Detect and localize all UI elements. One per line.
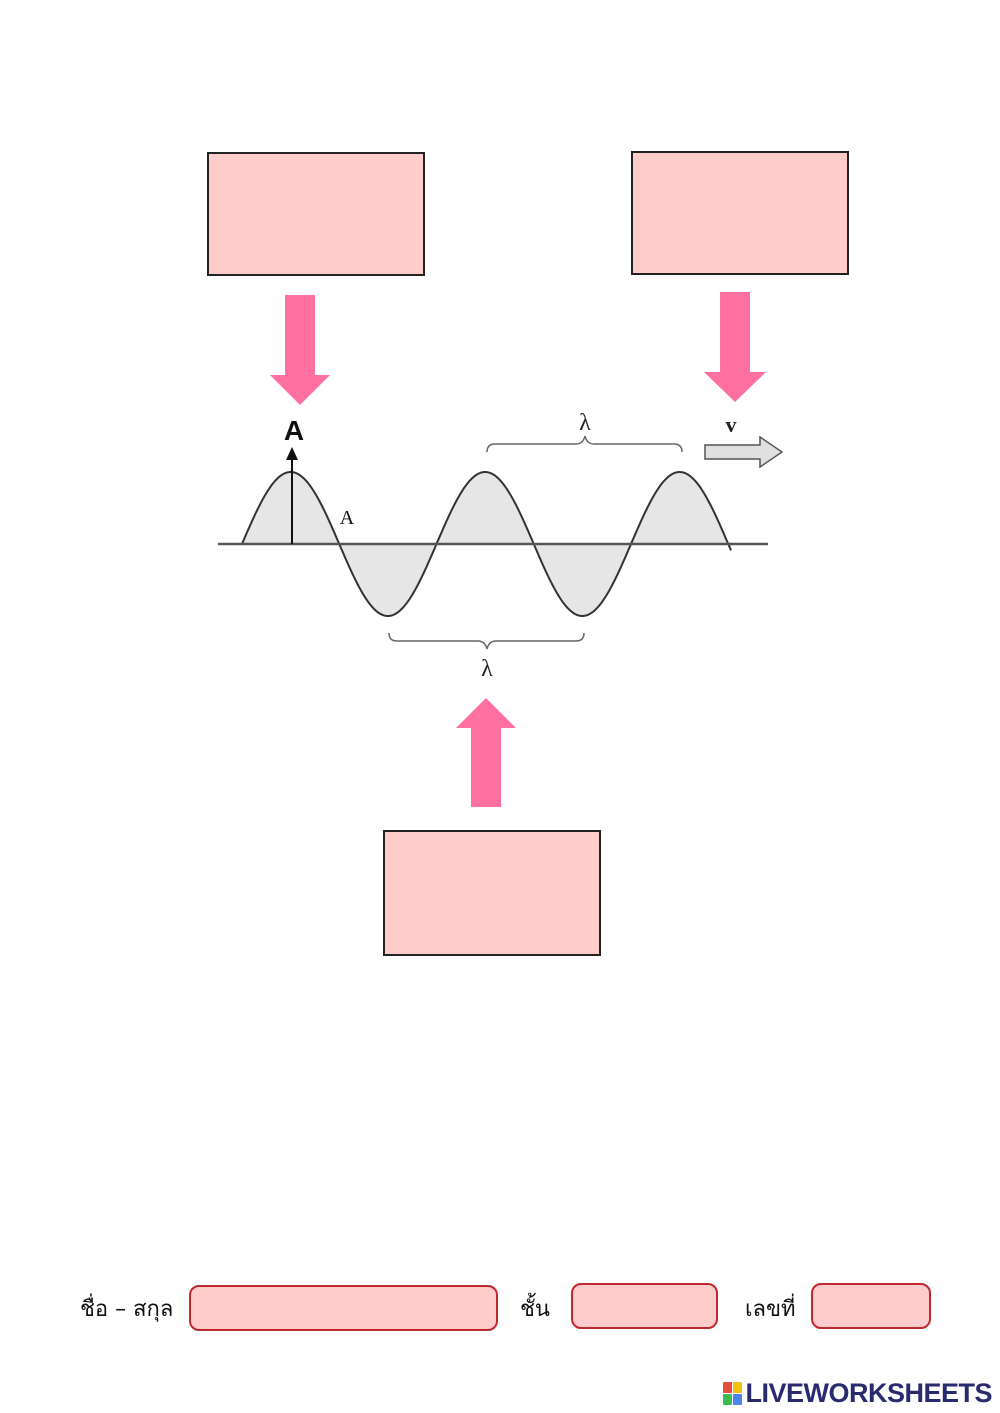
wavelength-label-top: λ <box>579 410 591 436</box>
wavelength-brace-bottom <box>388 632 585 650</box>
name-field[interactable] <box>189 1285 498 1331</box>
wave-diagram: A A λ λ v <box>218 292 784 807</box>
pointer-arrow-bottom <box>456 698 516 807</box>
pointer-arrow-top-left <box>270 295 330 405</box>
answer-box-top-left[interactable] <box>207 152 425 276</box>
answer-box-bottom[interactable] <box>383 830 601 956</box>
logo-mark-icon <box>723 1382 743 1405</box>
wave-curve <box>241 471 732 617</box>
liveworksheets-logo: LIVEWORKSHEETS <box>723 1378 992 1409</box>
velocity-label: v <box>726 412 737 437</box>
logo-text: LIVEWORKSHEETS <box>745 1378 992 1408</box>
amplitude-axis-label: A <box>284 415 304 446</box>
pointer-arrow-top-right <box>704 292 766 402</box>
name-label: ชื่อ – สกุล <box>80 1297 174 1322</box>
class-label: ชั้น <box>520 1297 550 1322</box>
wavelength-label-bottom: λ <box>481 656 493 682</box>
amplitude-arrow-head <box>286 447 298 460</box>
answer-box-top-right[interactable] <box>631 151 849 275</box>
number-label: เลขที่ <box>745 1297 796 1322</box>
class-field[interactable] <box>571 1283 718 1329</box>
velocity-arrow <box>704 435 784 469</box>
number-field[interactable] <box>811 1283 931 1329</box>
amplitude-label: A <box>340 507 355 529</box>
wavelength-brace-top <box>486 435 683 453</box>
